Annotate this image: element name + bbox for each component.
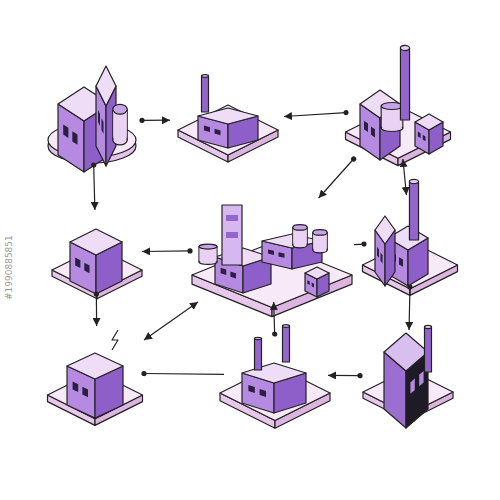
- flow-arrow: [319, 159, 354, 198]
- flow-arrow: [274, 302, 275, 334]
- factory-node: [366, 197, 456, 285]
- flow-arrow: [408, 287, 410, 330]
- factory-node: [192, 200, 352, 300]
- factory-node: [52, 328, 142, 418]
- flow-arrow: [144, 373, 224, 375]
- flow-arrow: [284, 113, 346, 117]
- factory-node: [226, 336, 326, 414]
- flow-arrow: [403, 159, 407, 195]
- flow-arrow: [328, 375, 360, 376]
- flow-arrow: [144, 302, 198, 340]
- flow-arrow: [94, 165, 95, 210]
- flow-arrow: [354, 243, 364, 245]
- flow-arrow: [96, 294, 97, 326]
- flow-arrow: [142, 250, 190, 252]
- factory-node: [362, 332, 454, 420]
- factory-node: [52, 212, 140, 292]
- factory-node: [45, 78, 140, 163]
- watermark-id: #1990885851: [4, 235, 14, 300]
- flow-arrow: [142, 120, 170, 121]
- factory-node: [172, 85, 282, 155]
- factory-node: [348, 62, 448, 157]
